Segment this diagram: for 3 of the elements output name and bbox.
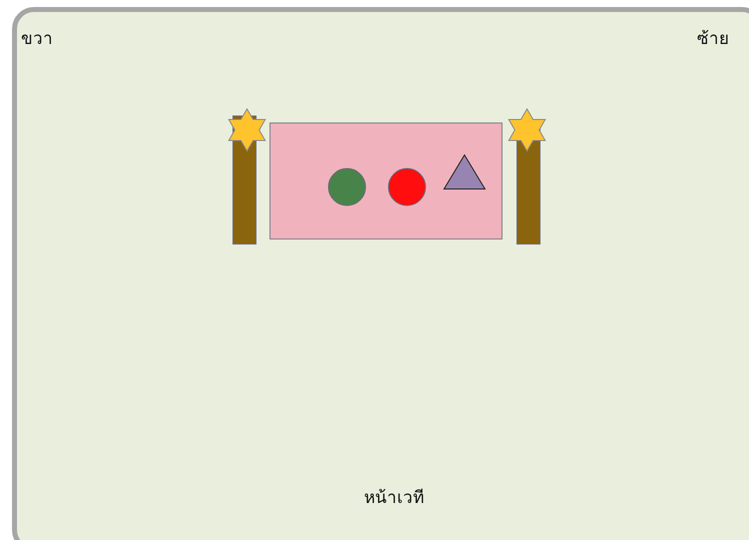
- text-label: ซ้าย: [697, 28, 729, 51]
- text-label: ขวา: [21, 28, 53, 51]
- text-label: หน้าเวที: [364, 487, 424, 510]
